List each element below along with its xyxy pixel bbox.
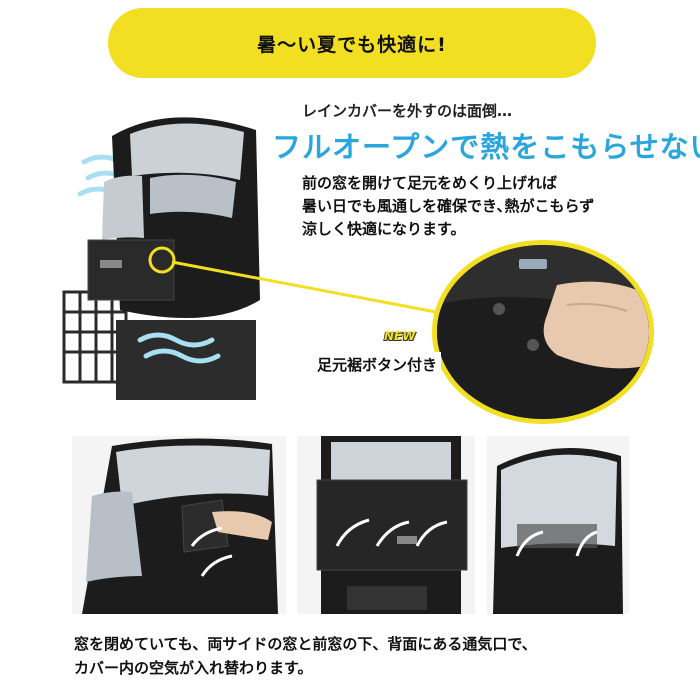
airflow-waves-bottom: [137, 332, 221, 364]
bottom-caption: 窓を閉めていても、両サイドの窓と前窓の下、背面にある通気口で、 カバー内の空気が…: [74, 632, 537, 680]
snap-button-label: 足元裾ボタン付き: [313, 352, 442, 377]
feature-headline: フルオープンで熱をこもらせない!: [272, 130, 700, 164]
clear-window-front: [150, 174, 236, 218]
caption-line: カバー内の空気が入れ替わります。: [74, 659, 313, 677]
side-window-photo: [72, 436, 286, 614]
arrow-icon: [515, 530, 598, 557]
banner-title: 暑〜い夏でも快適に!: [257, 33, 447, 56]
hand-shape: [212, 511, 272, 540]
feature-body: 前の窓を開けて足元をめくり上げれば 暑い日でも風通しを確保でき､熱がこもらず 涼…: [302, 172, 594, 241]
hero-product-photo: [62, 117, 260, 400]
front-basket: [62, 290, 128, 384]
new-badge: NEW: [384, 329, 416, 343]
feature-body-line: 涼しく快適になります。: [302, 220, 466, 238]
snap-button-icon: [493, 303, 505, 315]
detail-zoom-photo: [432, 240, 654, 424]
front-panel: [87, 239, 175, 301]
clear-window-side: [102, 175, 144, 240]
feature-body-line: 前の窓を開けて足元をめくり上げれば: [302, 174, 558, 192]
brand-tag: [100, 260, 122, 268]
focus-ring: [148, 246, 176, 274]
feature-body-line: 暑い日でも風通しを確保でき､熱がこもらず: [302, 197, 595, 215]
front-window-photo: [297, 436, 475, 614]
snap-button-icon: [527, 339, 539, 351]
clear-window-top: [130, 123, 244, 180]
arrow-icon: [190, 526, 233, 577]
detail-photo-art: [437, 245, 649, 419]
caption-line: 窓を閉めていても、両サイドの窓と前窓の下、背面にある通気口で、: [74, 635, 537, 653]
banner: 暑〜い夏でも快適に!: [108, 8, 596, 78]
feature-lead: レインカバーを外すのは面倒…: [302, 102, 513, 120]
hand-shape: [543, 281, 649, 369]
arrow-icon: [335, 518, 448, 547]
rear-vent-photo: [487, 436, 629, 614]
